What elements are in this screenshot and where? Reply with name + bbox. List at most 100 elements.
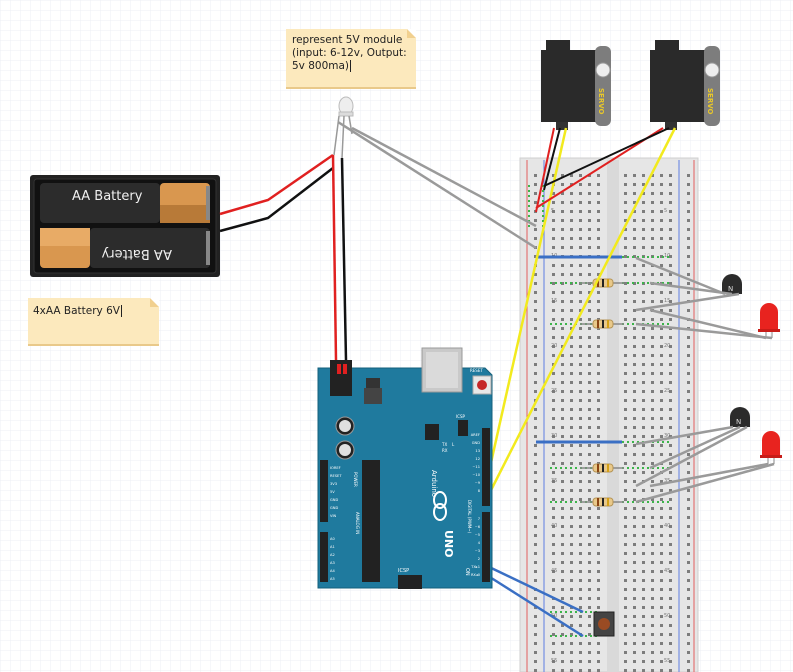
- row-number: 50: [664, 613, 670, 619]
- row-number: 30: [551, 433, 557, 439]
- power-pin-labels: IOREF RESET 3V3 5V GND GND VIN: [330, 466, 342, 518]
- module-gnd-wire[interactable]: [340, 157, 348, 361]
- resistor[interactable]: [580, 319, 624, 329]
- digital-pin-label: 13: [475, 449, 480, 453]
- battery-cell-label-top: AA Battery: [72, 189, 143, 204]
- note-fold: [150, 298, 159, 307]
- component-leads[interactable]: [635, 256, 775, 504]
- analog-pin-label: A2: [330, 553, 335, 557]
- digital-pin-label: 7: [478, 517, 480, 521]
- analog-label: ANALOG IN: [355, 512, 360, 534]
- arduino-model: UNO: [442, 530, 455, 558]
- servo-signal-wire[interactable]: [484, 127, 677, 501]
- digital-pin-labels: AREF GND 13 12 ~11 ~10 ~9 8: [471, 433, 481, 493]
- digital-pin-label: ~6: [475, 525, 481, 529]
- arduino-uno-board[interactable]: RESET ICSP ICSP Arduino UNO ON TX RX L D…: [317, 347, 493, 589]
- row-number: 25: [551, 388, 557, 394]
- servo-motor[interactable]: SERVO: [541, 40, 611, 130]
- transistor-label: N: [728, 285, 733, 293]
- module-output-wire[interactable]: [337, 120, 537, 250]
- button-wire[interactable]: [484, 572, 584, 638]
- power-pin-label: IOREF: [330, 466, 341, 470]
- power-pin-label: VIN: [330, 514, 337, 518]
- digital-pin-label: ~3: [475, 549, 480, 553]
- row-number: 40: [664, 523, 670, 529]
- analog-pin-label: A4: [330, 569, 335, 573]
- note-text[interactable]: 4xAA Battery 6V: [33, 305, 122, 317]
- aref-label: AREF: [471, 433, 480, 437]
- power-pin-label: RESET: [330, 474, 342, 478]
- row-number: 45: [551, 568, 557, 574]
- power-pin-label: GND: [330, 498, 338, 502]
- servo-ground-wire[interactable]: [543, 127, 561, 191]
- rx-label: RX: [442, 448, 448, 453]
- servo-motor[interactable]: SERVO: [650, 40, 720, 130]
- power-pin-label: 5V: [330, 490, 335, 494]
- reset-label: RESET: [470, 368, 483, 373]
- battery-negative-wire[interactable]: [219, 167, 334, 233]
- digital-pin-label: ~5: [475, 533, 480, 537]
- analog-pin-label: A0: [330, 537, 335, 541]
- row-number: 30: [664, 433, 670, 439]
- row-number: 40: [551, 523, 557, 529]
- digital-pin-label: ~9: [475, 481, 481, 485]
- row-number: 15: [551, 298, 557, 304]
- arduino-brand: Arduino: [430, 470, 438, 497]
- transistor[interactable]: N: [722, 274, 742, 294]
- red-led[interactable]: [760, 431, 782, 464]
- digital-pin-labels-lower: 7 ~6 ~5 4 ~3 2 TX▸1 RX◂0: [470, 517, 480, 577]
- servo-label: SERVO: [706, 88, 714, 115]
- note-fold: [407, 29, 416, 38]
- note-battery[interactable]: 4xAA Battery 6V: [28, 298, 159, 344]
- battery-cell-label-bottom: AA Battery: [101, 246, 172, 261]
- servo-signal-wire[interactable]: [484, 127, 568, 486]
- digital-pin-label: TX▸1: [470, 565, 480, 569]
- row-number: 45: [664, 568, 670, 574]
- digital-pin-label: 2: [478, 557, 480, 561]
- servo-ground-wire[interactable]: [543, 127, 670, 187]
- row-number: 20: [664, 343, 670, 349]
- servo-power-wire[interactable]: [535, 127, 555, 213]
- module-5v-wire[interactable]: [331, 154, 338, 361]
- push-button[interactable]: [593, 611, 615, 637]
- icsp-label: ICSP: [398, 568, 409, 574]
- analog-header[interactable]: [320, 532, 328, 582]
- resistor[interactable]: [580, 463, 624, 473]
- analog-pin-label: A3: [330, 561, 335, 565]
- power-pin-label: GND: [330, 506, 338, 510]
- digital-header-upper[interactable]: [482, 428, 490, 506]
- row-number: 5: [551, 208, 554, 214]
- row-number: 15: [664, 298, 670, 304]
- button-wire[interactable]: [484, 563, 584, 614]
- row-number: 35: [664, 478, 670, 484]
- row-number: 5: [664, 208, 667, 214]
- icsp-label: ICSP: [456, 414, 466, 419]
- digital-pin-label: 8: [478, 489, 481, 493]
- battery-pack[interactable]: AA Battery AA Battery: [30, 175, 220, 277]
- note-text[interactable]: represent 5V module (input: 6-12v, Outpu…: [292, 34, 407, 72]
- power-label: POWER: [353, 472, 358, 487]
- breadboard[interactable]: 5 10 15 20 25 30 35 40 45 50 55 5 10 15 …: [519, 157, 699, 672]
- servo-label: SERVO: [597, 88, 605, 115]
- note-power-module[interactable]: represent 5V module (input: 6-12v, Outpu…: [286, 29, 416, 87]
- module-output-wire[interactable]: [351, 126, 537, 228]
- digital-pin-label: 12: [475, 457, 480, 461]
- transistor[interactable]: N: [730, 407, 750, 427]
- row-number: 20: [551, 343, 557, 349]
- battery-positive-wire[interactable]: [219, 153, 334, 216]
- digital-label: DIGITAL (PWM~): [467, 500, 472, 534]
- resistor[interactable]: [580, 497, 624, 507]
- row-number: 50: [551, 613, 557, 619]
- analog-pin-labels: A0 A1 A2 A3 A4 A5: [330, 537, 335, 581]
- transistor-label: N: [736, 418, 741, 426]
- digital-pin-label: 4: [478, 541, 481, 545]
- row-number: 35: [551, 478, 557, 484]
- atmega-chip: [362, 460, 380, 582]
- tx-label: TX: [441, 442, 447, 447]
- row-number: 25: [664, 388, 670, 394]
- digital-pin-label: ~11: [472, 465, 480, 469]
- row-number: 55: [664, 658, 670, 664]
- power-header[interactable]: [320, 460, 328, 522]
- digital-header-lower[interactable]: [482, 512, 490, 582]
